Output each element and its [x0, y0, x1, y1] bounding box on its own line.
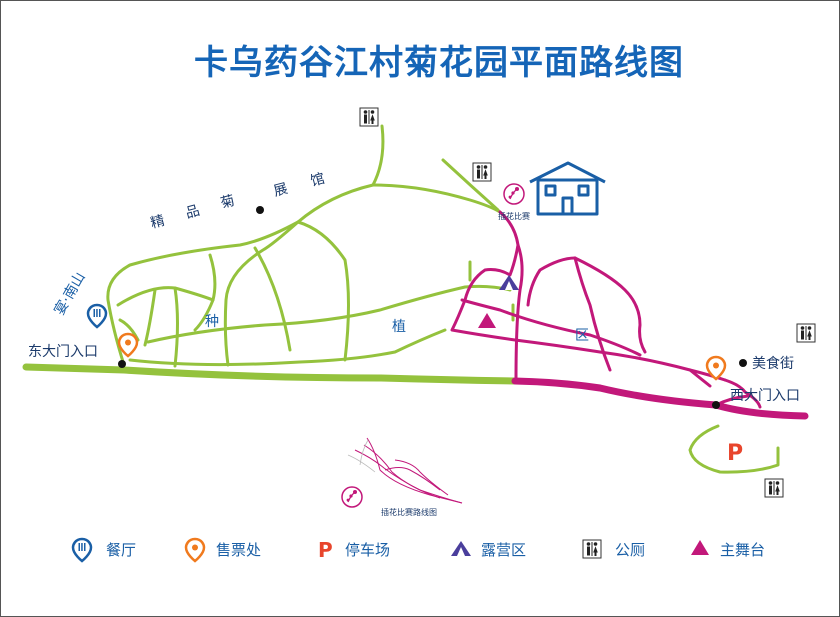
exhibit-char-1: 精: [149, 213, 167, 232]
legend-camp: 露营区: [451, 541, 526, 559]
stage-legend-icon: [691, 540, 709, 555]
toilet-marker-icon-3: [796, 323, 816, 343]
yan-nan-shan-label: 宴·南山: [51, 269, 89, 318]
exhibit-char-4: 展: [272, 181, 290, 200]
main-road-green: [22, 363, 519, 385]
plant-char-3: 区: [575, 328, 589, 344]
toilet-marker-icon-1: [359, 107, 379, 127]
camp-marker-icon: [499, 275, 519, 290]
legend-stage: 主舞台: [691, 540, 765, 559]
restaurant-marker-icon: [86, 303, 108, 329]
legend-ticket: 售票处: [184, 537, 261, 563]
legend-stage-label: 主舞台: [720, 541, 765, 559]
flower-route-label: 插花比赛路线图: [381, 507, 437, 517]
legend-parking: P 停车场: [318, 538, 390, 562]
parking-legend-icon: P: [318, 538, 333, 562]
west-gate-dot: [712, 401, 720, 409]
toilet-marker-icon-4: [764, 478, 784, 498]
legend-parking-label: 停车场: [345, 541, 390, 559]
east-gate-dot: [118, 360, 126, 368]
green-path-network: [106, 124, 780, 474]
flower-route-minimap: [354, 437, 463, 504]
magenta-path-network: [450, 210, 762, 409]
food-street-dot: [739, 359, 747, 367]
flower-route-badge-icon: [341, 486, 363, 508]
food-street-label: 美食街: [752, 355, 794, 372]
ticket-legend-icon: [184, 537, 206, 563]
toilet-legend-icon: [582, 539, 602, 559]
main-road-magenta: [511, 377, 809, 420]
flower-contest-badge-icon: [503, 183, 525, 205]
legend-ticket-label: 售票处: [216, 541, 261, 559]
exhibit-char-3: 菊: [219, 193, 237, 212]
plant-char-1: 种: [205, 314, 219, 330]
legend-restaurant-label: 餐厅: [106, 541, 136, 559]
parking-map-letter: P: [727, 441, 743, 466]
toilet-marker-icon-2: [472, 162, 492, 182]
flower-route-minimap-grey: [347, 439, 376, 473]
plant-char-2: 植: [392, 319, 406, 335]
legend-toilet-label: 公厕: [615, 541, 645, 559]
restaurant-legend-icon: [71, 537, 93, 563]
legend-restaurant: 餐厅: [71, 537, 136, 563]
exhibit-char-5: 馆: [309, 171, 327, 190]
stage-marker-icon: [478, 313, 496, 328]
map-title: 卡乌药谷江村菊花园平面路线图: [194, 43, 684, 83]
flower-contest-label: 插花比赛: [498, 211, 530, 221]
exhibit-house-icon: [529, 161, 606, 216]
legend: 餐厅 售票处 P 停车场 露营区 公厕 主舞台: [71, 537, 765, 563]
east-gate-label: 东大门入口: [28, 344, 98, 360]
legend-camp-label: 露营区: [481, 541, 526, 559]
legend-toilet: 公厕: [582, 539, 645, 559]
exhibit-hall-label: 精 品 菊 展 馆: [149, 171, 327, 232]
camp-legend-icon: [451, 541, 471, 556]
west-gate-label: 西大门入口: [730, 388, 800, 404]
exhibit-char-2: 品: [184, 203, 202, 222]
exhibit-hall-dot: [256, 206, 264, 214]
